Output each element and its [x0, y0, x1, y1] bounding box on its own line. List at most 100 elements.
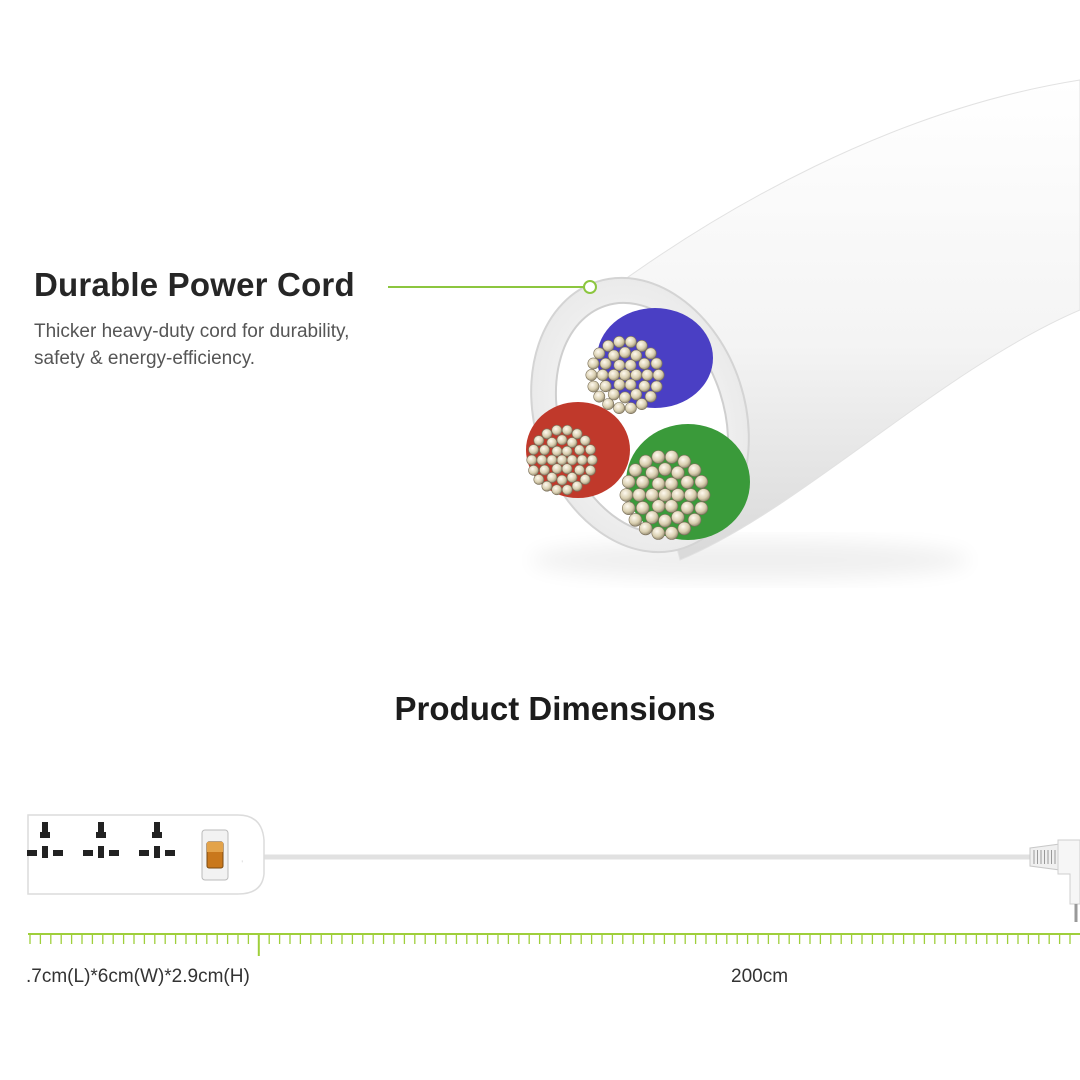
copper-strand — [599, 357, 612, 370]
copper-strand — [638, 380, 651, 393]
copper-strand — [635, 475, 650, 489]
copper-strand — [619, 346, 631, 359]
red-wire — [526, 402, 630, 498]
copper-strand — [687, 513, 702, 527]
copper-strand — [664, 499, 679, 513]
copper-strand — [630, 349, 643, 362]
copper-strand — [585, 444, 596, 455]
cable-cross-section-illustration — [526, 79, 1080, 580]
copper-strand — [539, 444, 550, 456]
copper-strand — [680, 475, 695, 489]
socket-hole — [154, 822, 160, 832]
copper-strand — [624, 378, 637, 391]
copper-strand — [644, 347, 657, 360]
copper-strand — [651, 477, 666, 491]
copper-strand — [533, 474, 545, 485]
copper-strand — [556, 454, 568, 466]
copper-strand — [635, 340, 648, 352]
copper-strand — [694, 501, 709, 515]
socket-hole — [109, 850, 119, 856]
copper-strand — [630, 388, 643, 401]
socket-hole — [42, 822, 48, 832]
copper-strand — [526, 454, 538, 466]
copper-strand — [546, 454, 558, 466]
dimensions-title: Product Dimensions — [394, 690, 716, 727]
socket-hole — [98, 846, 104, 858]
copper-strand — [638, 454, 653, 469]
copper-strand — [579, 435, 591, 446]
copper-strand — [587, 380, 600, 393]
copper-strand — [671, 510, 685, 525]
copper-strand — [652, 369, 665, 381]
power-strip-illustration: - — [27, 814, 1080, 922]
copper-strand — [645, 488, 659, 502]
copper-strand — [607, 369, 620, 381]
copper-strand — [613, 402, 626, 414]
copper-strand — [561, 484, 573, 496]
feature-description-line-2: safety & energy-efficiency. — [34, 348, 256, 369]
socket-hole — [53, 850, 63, 856]
socket-hole — [83, 850, 93, 856]
copper-strand — [579, 474, 591, 485]
copper-strand — [574, 464, 585, 476]
copper-strand — [664, 526, 679, 540]
copper-strand — [556, 434, 568, 446]
copper-strand — [651, 450, 666, 464]
copper-strand — [630, 369, 643, 381]
copper-strand — [593, 347, 606, 360]
copper-strand — [528, 465, 539, 476]
socket-hole — [40, 832, 50, 838]
socket-group — [27, 822, 175, 858]
copper-strand — [619, 369, 631, 381]
copper-strand — [621, 475, 636, 489]
socket-hole — [139, 850, 149, 856]
copper-strand — [651, 499, 666, 513]
copper-strand — [602, 340, 615, 352]
copper-strand — [619, 391, 631, 404]
copper-strand — [607, 349, 620, 362]
svg-text:-: - — [238, 860, 247, 863]
copper-strand — [645, 465, 659, 480]
copper-strand — [551, 463, 563, 475]
copper-strand — [645, 510, 659, 525]
copper-strand — [638, 521, 653, 536]
copper-strand — [528, 444, 539, 455]
copper-strand — [546, 472, 558, 483]
copper-strand — [566, 454, 578, 466]
copper-strand — [624, 402, 637, 414]
copper-strand — [638, 357, 651, 370]
copper-strand — [551, 424, 563, 436]
copper-strand — [658, 514, 672, 528]
copper-strand — [641, 369, 654, 381]
copper-strand — [599, 380, 612, 393]
copper-strand — [650, 357, 663, 370]
copper-strand — [644, 390, 657, 403]
copper-strand — [671, 488, 685, 502]
copper-strand — [576, 454, 588, 466]
copper-strand — [571, 480, 583, 492]
copper-strand — [658, 462, 672, 476]
copper-strand — [551, 445, 563, 457]
copper-strand — [664, 477, 679, 491]
copper-strand — [561, 424, 573, 436]
measurement-ruler — [28, 933, 1080, 956]
copper-strand — [546, 437, 558, 448]
copper-strand — [602, 398, 615, 410]
copper-strand — [607, 388, 620, 401]
blue-wire — [585, 308, 713, 414]
feature-description-line-1: Thicker heavy-duty cord for durability, — [34, 321, 350, 342]
copper-strand — [574, 444, 585, 456]
feature-title: Durable Power Cord — [34, 266, 355, 303]
copper-strand — [566, 472, 578, 483]
copper-strand — [541, 428, 553, 440]
copper-strand — [680, 501, 695, 515]
copper-strand — [541, 480, 553, 492]
green-wire — [619, 424, 750, 540]
copper-strand — [687, 463, 702, 477]
copper-strand — [684, 488, 698, 502]
copper-strand — [628, 463, 643, 477]
copper-strand — [696, 488, 711, 502]
copper-strand — [651, 526, 666, 540]
copper-strand — [533, 435, 545, 446]
socket-hole — [152, 832, 162, 838]
